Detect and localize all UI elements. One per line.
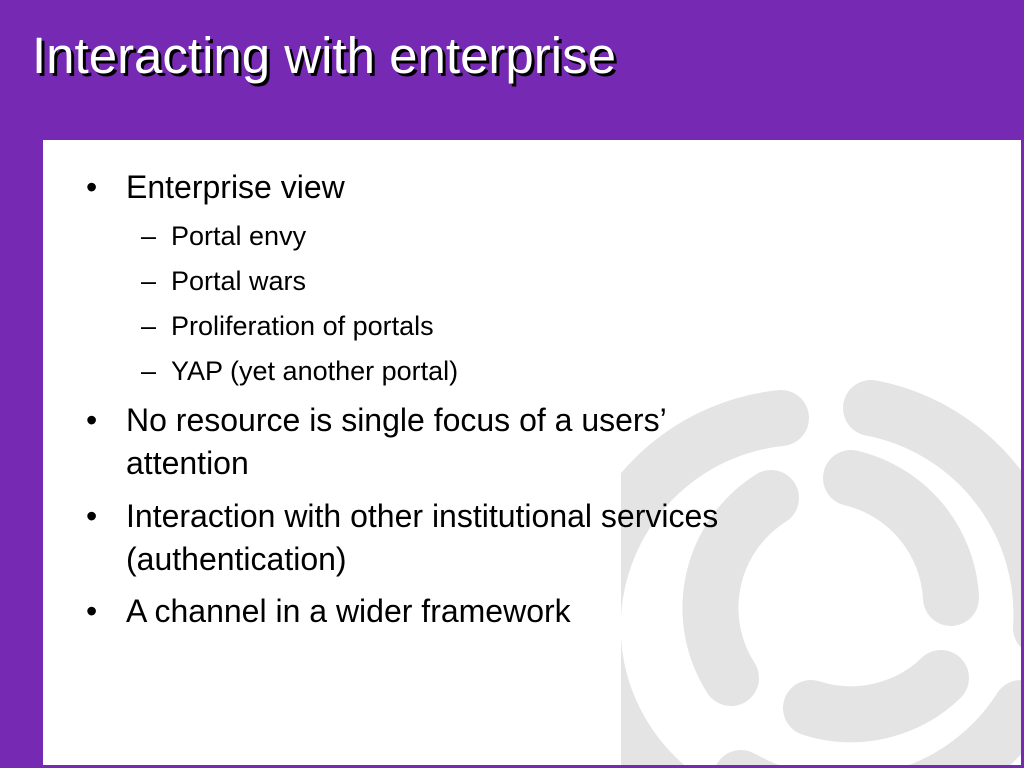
bullet-line: Interaction with other institutional ser…	[126, 498, 719, 534]
content-panel: • Enterprise view – Portal envy – Portal…	[43, 140, 1021, 765]
bullet-glyph: •	[86, 593, 98, 629]
bullet-line: No resource is single focus of a users’	[126, 402, 667, 438]
bullet-line: attention	[126, 445, 249, 481]
bullet-text: No resource is single focus of a users’ …	[126, 399, 886, 485]
bullet-glyph: •	[86, 498, 98, 534]
slide-title: Interacting with enterprise	[32, 27, 616, 84]
bullet-line: (authentication)	[126, 541, 347, 577]
swirl-logo-icon	[621, 380, 1021, 765]
sub-text: YAP (yet another portal)	[171, 356, 459, 386]
sub-text: Portal wars	[171, 266, 307, 296]
sub-glyph: –	[141, 266, 157, 296]
bullet-glyph: •	[86, 402, 98, 438]
sub-glyph: –	[141, 356, 157, 386]
bullet-text: Interaction with other institutional ser…	[126, 495, 886, 581]
sub-glyph: –	[141, 221, 157, 251]
sub-glyph: –	[141, 311, 157, 341]
sub-text: Portal envy	[171, 221, 307, 251]
bullet-text: Enterprise view	[126, 169, 345, 205]
sub-text: Proliferation of portals	[171, 311, 434, 341]
bullet-glyph: •	[86, 169, 98, 205]
bullet-text: A channel in a wider framework	[126, 593, 571, 629]
